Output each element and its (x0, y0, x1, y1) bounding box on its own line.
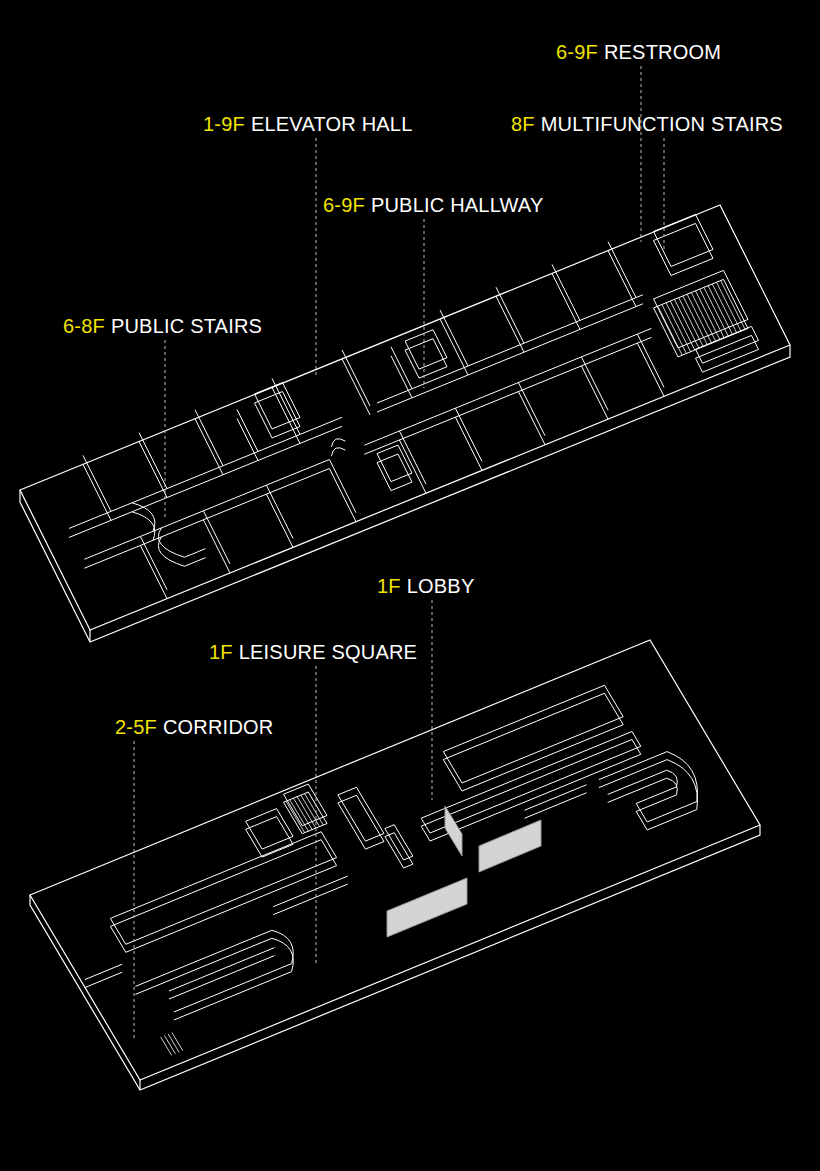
floor-code: 1F (209, 641, 233, 663)
space-name: PUBLIC STAIRS (111, 315, 262, 337)
upper-floor-plan (20, 205, 790, 642)
space-name: PUBLIC HALLWAY (371, 194, 543, 216)
floor-code: 2-5F (115, 716, 157, 738)
space-name: LEISURE SQUARE (239, 641, 417, 663)
floor-code: 8F (511, 113, 535, 135)
space-name: MULTIFUNCTION STAIRS (541, 113, 783, 135)
floor-code: 1-9F (203, 113, 245, 135)
floor-code: 6-8F (63, 315, 105, 337)
space-name: CORRIDOR (163, 716, 274, 738)
floor-code: 1F (377, 575, 401, 597)
lower-floor-plan (30, 640, 760, 1090)
floor-code: 6-9F (323, 194, 365, 216)
leader-lines (134, 66, 664, 1040)
space-name: ELEVATOR HALL (251, 113, 413, 135)
space-name: LOBBY (407, 575, 475, 597)
space-name: RESTROOM (604, 41, 721, 63)
floor-code: 6-9F (556, 41, 598, 63)
